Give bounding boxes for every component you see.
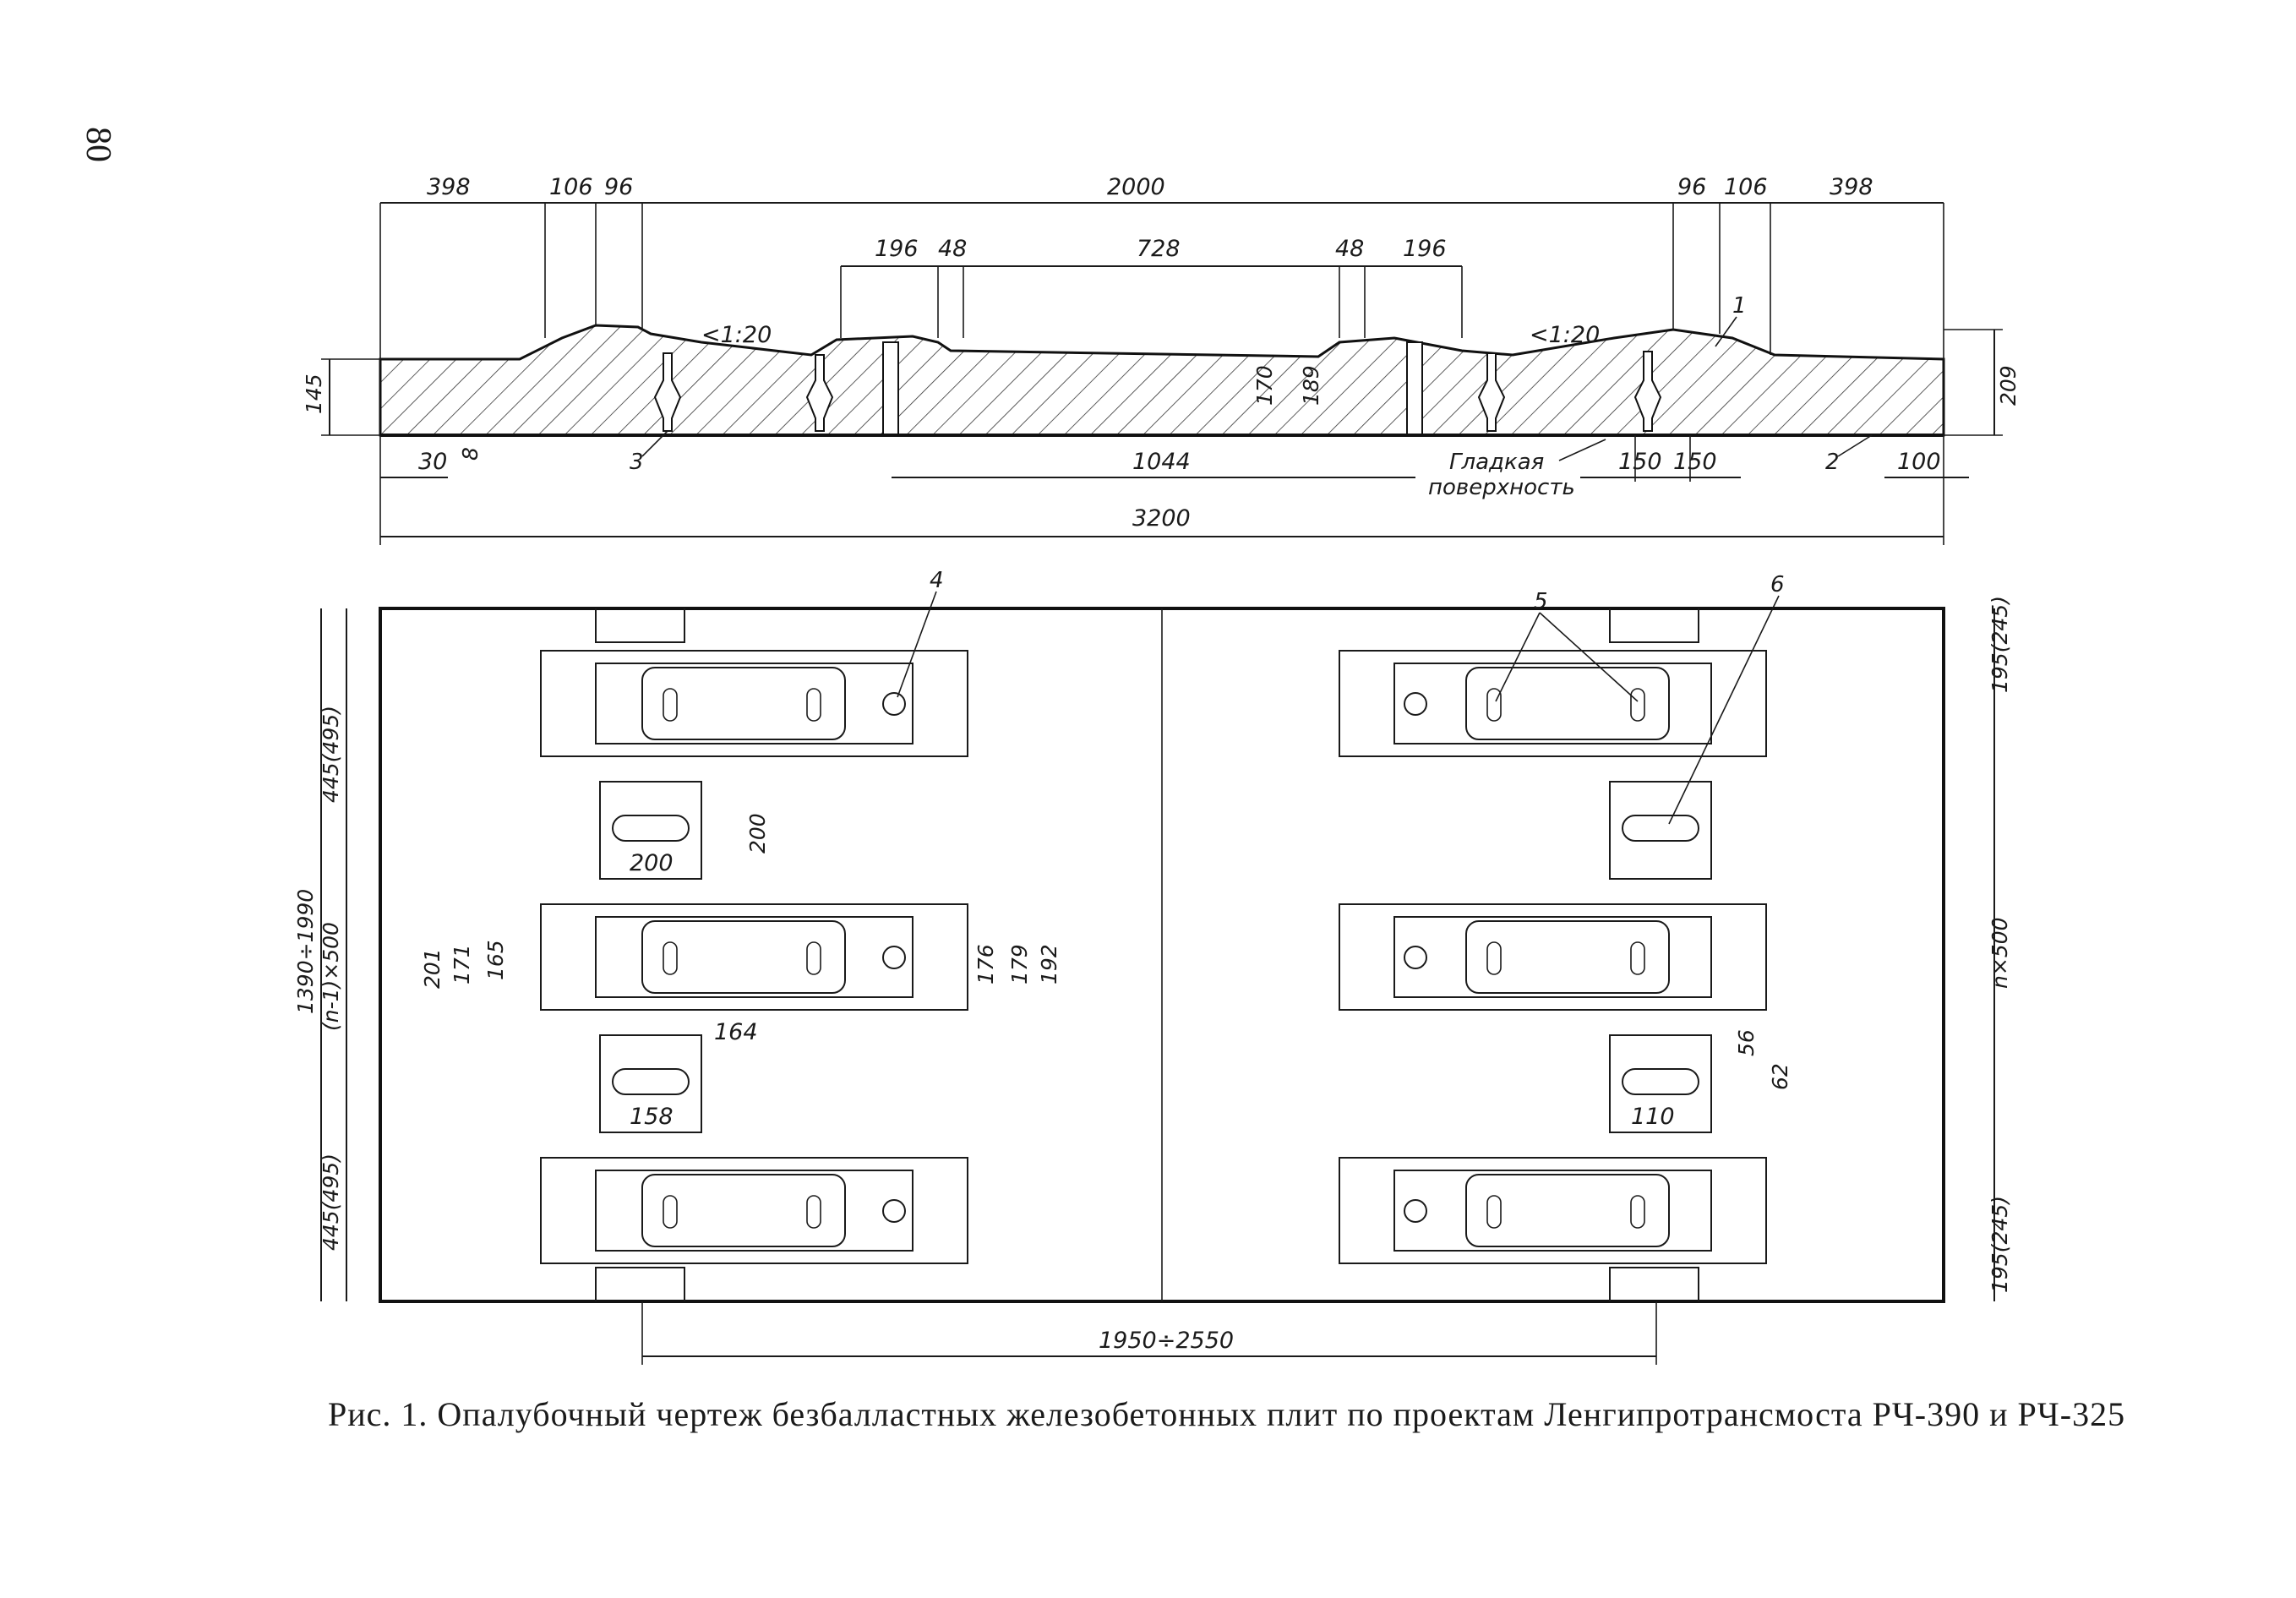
callout-6: 6: [1770, 572, 1785, 597]
dim-inner-5: 196: [1403, 236, 1447, 262]
figure-caption: Рис. 1. Опалубочный чертеж безбалластных…: [328, 1395, 2126, 1433]
dim-plan-bottom: 1950÷2550: [1099, 1328, 1234, 1354]
block-dim-171: 171: [450, 944, 474, 984]
dim-bottom-150a: 150: [1618, 449, 1662, 475]
callout-3: 3: [630, 450, 644, 475]
dim-right-1: 195(245): [1988, 596, 2012, 693]
insert-dim-158: 158: [630, 1104, 674, 1130]
dim-left-2: 1390÷1990: [293, 889, 318, 1014]
height-right: 209: [1996, 365, 2021, 406]
dim-right-3: 195(245): [1988, 1196, 2012, 1293]
insert-dim-200h: 200: [630, 850, 674, 876]
dim-left-4: 445(495): [319, 1154, 343, 1251]
block-dim-201: 201: [420, 948, 444, 989]
dim-top-3: 96: [604, 174, 633, 200]
dim-top-7: 398: [1830, 174, 1873, 200]
dim-inner-3: 728: [1137, 236, 1181, 262]
slope-left: <1:20: [701, 322, 772, 348]
right-insert-56: 56: [1734, 1029, 1759, 1056]
plan-view: 445(495) 1390÷1990 (n-1)×500 445(495) 19…: [293, 568, 2012, 1365]
block-dim-165: 165: [483, 940, 508, 980]
dim-top-6: 106: [1724, 174, 1768, 200]
callout-2: 2: [1825, 450, 1840, 475]
rail-blocks: [540, 650, 1767, 1264]
block-dim-179: 179: [1007, 944, 1032, 984]
callout-5: 5: [1534, 589, 1548, 614]
dim-left-1: 445(495): [319, 706, 343, 803]
slab-profile: [379, 324, 1945, 437]
dim-bottom-100: 100: [1897, 449, 1941, 475]
dim-bottom-30: 30: [418, 449, 447, 475]
anchor-inserts: [599, 781, 1712, 1133]
height-left: 145: [302, 374, 326, 414]
smooth-surface-2: поверхность: [1428, 475, 1575, 500]
dim-inner-4: 48: [1335, 236, 1364, 262]
height-inner-2: 189: [1299, 365, 1323, 406]
block-dim-176: 176: [973, 944, 998, 984]
dim-top-1: 398: [427, 174, 471, 200]
section-view: 398 106 96 2000 96 106 398 196 48 728 48…: [302, 174, 2021, 545]
dim-left-3: (n-1)×500: [319, 922, 343, 1031]
dim-right-2: n×500: [1988, 917, 2012, 989]
dim-bottom-1044: 1044: [1132, 449, 1191, 475]
block-dim-192: 192: [1037, 944, 1061, 984]
smooth-surface-1: Гладкая: [1449, 450, 1544, 475]
insert-dim-200v: 200: [745, 813, 770, 854]
slope-right: <1:20: [1530, 322, 1600, 348]
dim-bottom-150b: 150: [1673, 449, 1717, 475]
height-inner-1: 170: [1252, 365, 1277, 406]
dim-bottom-8: 8: [458, 447, 483, 461]
dim-inner-1: 196: [875, 236, 919, 262]
right-insert-62: 62: [1768, 1063, 1792, 1090]
dim-top-5: 96: [1677, 174, 1706, 200]
right-insert-110: 110: [1631, 1104, 1675, 1130]
dim-top-4: 2000: [1107, 174, 1165, 200]
dim-total: 3200: [1132, 505, 1191, 532]
dim-inner-2: 48: [938, 236, 967, 262]
dim-top-2: 106: [549, 174, 593, 200]
callout-4: 4: [930, 568, 944, 593]
insert-dim-164: 164: [714, 1019, 758, 1045]
callout-1: 1: [1732, 293, 1747, 319]
